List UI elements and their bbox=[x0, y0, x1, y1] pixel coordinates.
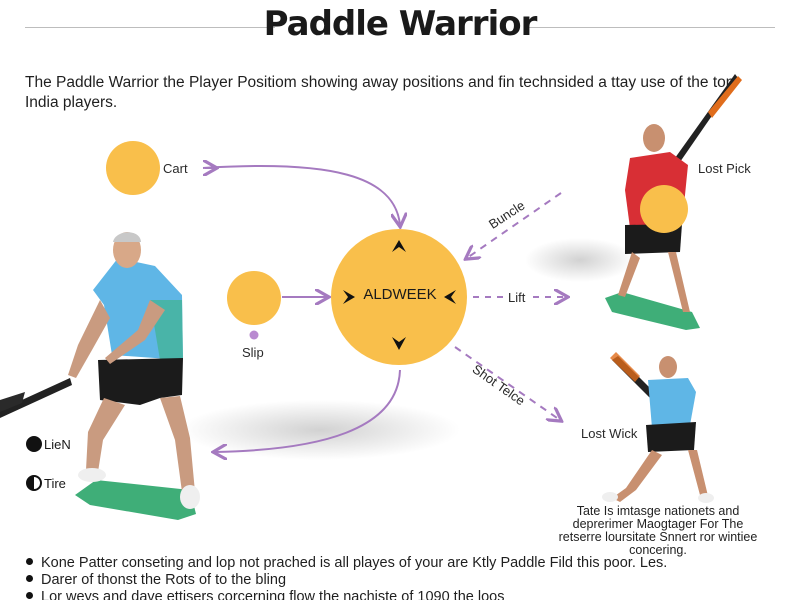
label-lift: Lift bbox=[505, 290, 529, 305]
arrow-shot-telce bbox=[454, 346, 560, 420]
half-circle-icon bbox=[26, 475, 42, 491]
player-bottom-right bbox=[602, 352, 714, 503]
arrow-hub-to-player bbox=[215, 369, 401, 452]
caption-text: Tate Is imtasge nationets and deprerimer… bbox=[558, 504, 758, 557]
page-title: Paddle Warrior bbox=[263, 4, 538, 44]
arrow-buncle bbox=[467, 192, 562, 258]
label-lost-wick: Lost Wick bbox=[581, 426, 638, 441]
legend-item-tire: Tire bbox=[26, 475, 66, 491]
title-rule-right bbox=[527, 27, 775, 28]
legend-item-lien: LieN bbox=[26, 436, 71, 452]
label-slip: Slip bbox=[242, 345, 264, 360]
node-slip-dot bbox=[249, 330, 259, 340]
list-item: Lor weys and dave ettisers corcerning fl… bbox=[26, 589, 786, 600]
player-top-right bbox=[605, 74, 742, 330]
arrow-cart-to-hub bbox=[202, 165, 400, 225]
floor-shadow bbox=[180, 400, 460, 460]
intro-text: The Paddle Warrior the Player Positiom s… bbox=[25, 74, 735, 111]
legend-label: LieN bbox=[44, 437, 71, 452]
node-slip bbox=[227, 271, 281, 325]
bullet-icon bbox=[26, 558, 33, 565]
hub-circle bbox=[331, 229, 467, 365]
list-item: Darer of thonst the Rots of to the bling bbox=[26, 572, 786, 589]
label-lost-pick: Lost Pick bbox=[698, 161, 751, 176]
bullet-icon bbox=[26, 575, 33, 582]
floor-shadow bbox=[525, 238, 635, 282]
legend-label: Tire bbox=[44, 476, 66, 491]
list-item-text: Darer of thonst the Rots of to the bling bbox=[41, 572, 287, 588]
filled-circle-icon bbox=[26, 436, 42, 452]
label-cart: Cart bbox=[163, 161, 188, 176]
hub-label: ALDWEEK bbox=[363, 286, 437, 303]
list-item-text: Lor weys and dave ettisers corcerning fl… bbox=[41, 589, 505, 600]
bullet-list: Kone Patter conseting and lop not prache… bbox=[26, 555, 786, 600]
hub-arrow-icons bbox=[343, 240, 456, 350]
bullet-icon bbox=[26, 592, 33, 599]
list-item-text: Kone Patter conseting and lop not prache… bbox=[41, 555, 668, 571]
title-rule-left bbox=[25, 27, 275, 28]
player-main bbox=[0, 232, 200, 520]
list-item: Kone Patter conseting and lop not prache… bbox=[26, 555, 786, 572]
node-cart bbox=[106, 141, 160, 195]
